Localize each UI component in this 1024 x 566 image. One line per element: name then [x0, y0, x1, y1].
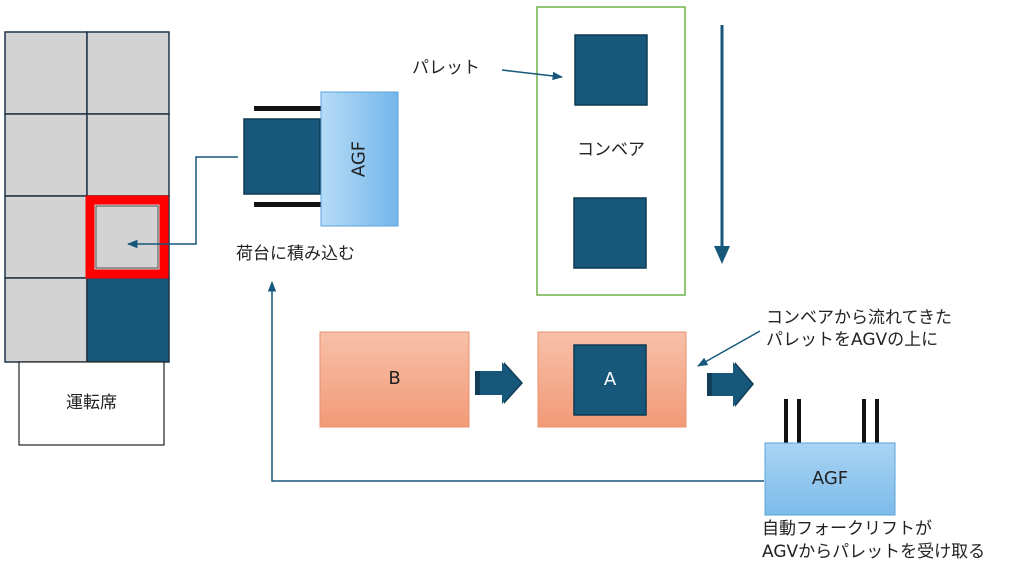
note-pointer-arrow — [697, 330, 761, 367]
fork-arm — [254, 202, 324, 207]
driver-cabin — [18, 361, 165, 446]
agf-bottom-caption-2: AGVからパレットを受け取る — [762, 542, 986, 562]
bed-cell — [86, 31, 170, 115]
bed-cell — [4, 113, 88, 197]
note-line-2: パレットをAGVの上に — [766, 330, 939, 350]
load-caption: 荷台に積み込む — [236, 244, 355, 264]
fork-mast — [797, 399, 801, 445]
fork-mast — [784, 399, 788, 445]
bed-cell — [4, 31, 88, 115]
agf-top — [243, 91, 399, 227]
target-slot — [95, 205, 159, 269]
pallet-pointer-arrow — [501, 69, 564, 81]
fork-mast — [875, 399, 879, 445]
agf-bottom-label: AGF — [811, 467, 849, 489]
bed-cell — [86, 113, 170, 197]
truck-bed — [4, 31, 170, 363]
conveyor-pallet — [573, 197, 647, 269]
agf-bottom-body — [764, 442, 896, 516]
agv-a-pallet — [573, 344, 647, 416]
bed-cell-loaded-pallet — [86, 277, 170, 363]
load-connector-arrow — [126, 156, 238, 249]
return-path-arrow — [267, 280, 764, 482]
agv-a-label: A — [603, 368, 617, 390]
agv-b — [319, 331, 470, 428]
conveyor-label: コンベア — [577, 140, 645, 161]
block-arrow-a-out — [707, 362, 754, 407]
bed-cell — [4, 195, 88, 279]
fork-pallet — [243, 118, 321, 195]
conveyor-pallet — [574, 34, 648, 106]
agf-top-label: AGF — [348, 140, 370, 178]
bed-cell — [4, 277, 88, 363]
target-slot-highlight — [85, 195, 169, 279]
conveyor-flow-arrowhead — [714, 246, 730, 264]
agv-b-label: B — [388, 368, 401, 390]
agf-bottom — [764, 399, 896, 516]
note-line-1: コンベアから流れてきた — [766, 308, 952, 328]
fork-mast — [862, 399, 866, 445]
block-arrow-b-to-a — [475, 362, 523, 404]
agf-top-body — [320, 91, 399, 227]
agf-bottom-caption-1: 自動フォークリフトが — [762, 519, 932, 539]
driver-cabin-label: 運転席 — [66, 392, 117, 413]
fork-arm — [254, 106, 324, 111]
pallet-label: パレット — [412, 58, 480, 78]
